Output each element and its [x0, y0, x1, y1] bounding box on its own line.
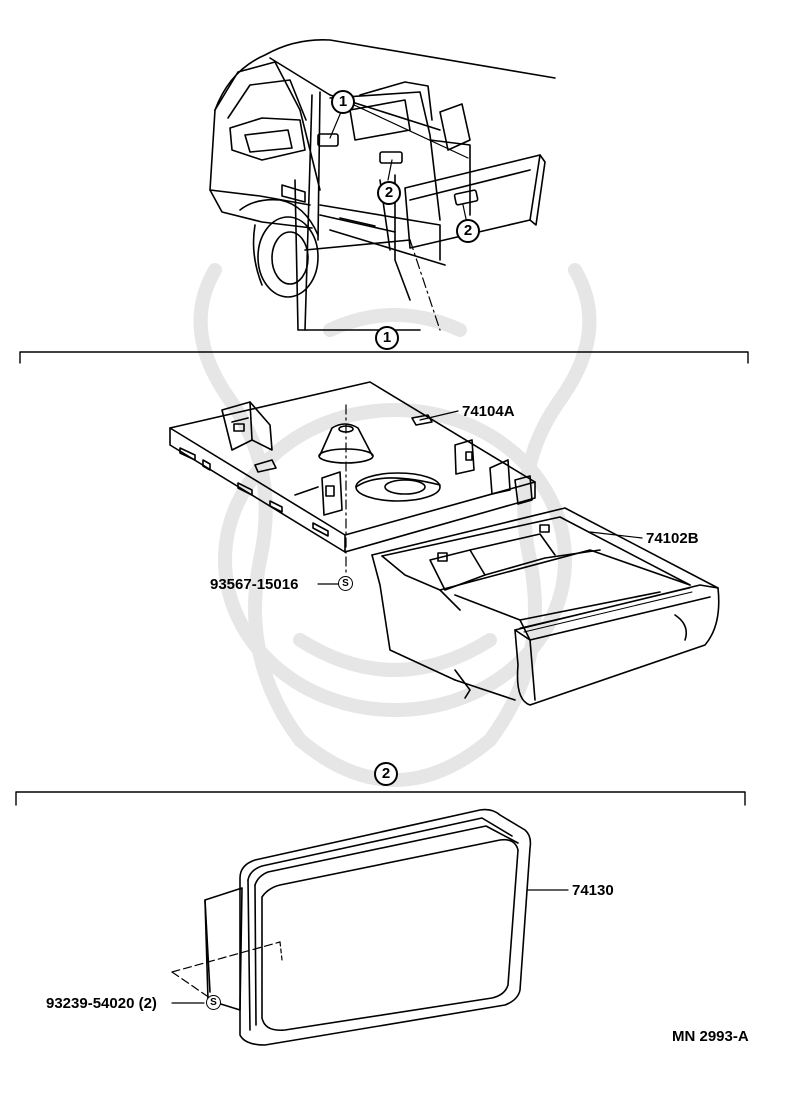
part-label-93239-54020[interactable]: 93239-54020 (2) [46, 995, 157, 1012]
part-label-74104A[interactable]: 74104A [462, 403, 515, 420]
bracket-74104A [169, 381, 536, 553]
diagram-code: MN 2993-A [672, 1028, 749, 1045]
callout-2-front-door[interactable]: 2 [377, 181, 401, 205]
vehicle-cutaway [209, 38, 556, 331]
door-ashtray-74130 [204, 808, 532, 1046]
screw-s-mark-1: S [338, 576, 353, 591]
part-label-93567-15016[interactable]: 93567-15016 [210, 576, 299, 593]
part-label-74102B[interactable]: 74102B [646, 530, 699, 547]
section-2-bracket [15, 791, 746, 806]
section-2-marker[interactable]: 2 [374, 762, 398, 786]
callout-1-vehicle[interactable]: 1 [331, 90, 355, 114]
callout-2-rear-door[interactable]: 2 [456, 219, 480, 243]
screw-s-mark-2: S [206, 995, 221, 1010]
part-label-74130[interactable]: 74130 [572, 882, 614, 899]
section-1-marker[interactable]: 1 [375, 326, 399, 350]
ashtray-74102B [371, 507, 720, 706]
section-1-bracket [19, 351, 749, 364]
